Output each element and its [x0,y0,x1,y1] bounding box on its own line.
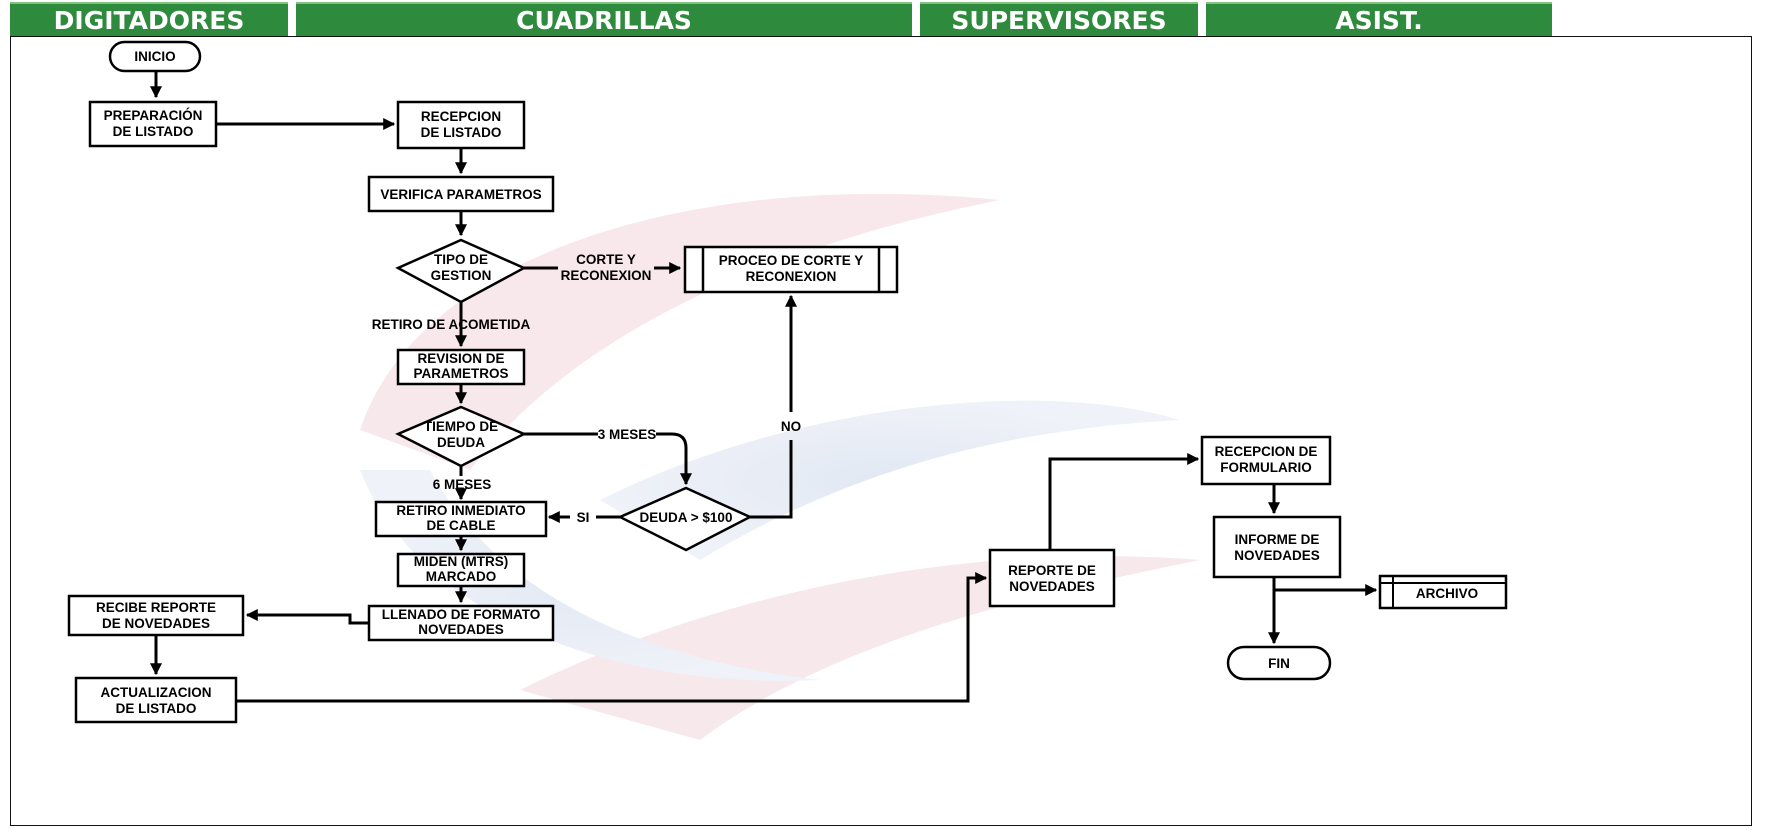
node-proceso-corte-line2: RECONEXION [746,269,837,284]
edge-label-seis-meses: 6 MESES [433,477,492,492]
edge-label-tres-meses: 3 MESES [598,427,657,442]
lane-header-asist-administrativos: ASIST. ADMINISTRATIVOS. [1206,2,1552,69]
node-miden: MIDEN (MTRS) MARCADO [396,552,526,588]
node-recepcion-listado-line2: DE LISTADO [421,125,502,140]
node-reporte-novedades-line2: NOVEDADES [1009,579,1095,594]
node-preparacion-line1: PREPARACIÓN [104,108,203,123]
node-llenado: LLENADO DE FORMATO NOVEDADES [367,604,555,642]
lane-header-cuadrillas: CUADRILLAS [296,2,912,36]
node-tipo-gestion-line2: GESTION [431,268,492,283]
node-recibe-reporte-line1: RECIBE REPORTE [96,600,216,615]
edge-tiempo-deuda [524,432,686,484]
node-inicio: INICIO [108,40,202,73]
node-deuda-100-label: DEUDA > $100 [640,510,733,525]
edge-label-corte-1: CORTE Y [576,252,636,267]
node-informe-line2: NOVEDADES [1234,548,1320,563]
edge-label-no: NO [781,419,801,434]
node-recepcion-formulario-line2: FORMULARIO [1220,460,1312,475]
node-revision-parametros: REVISION DE PARAMETROS [396,348,526,386]
edge-actualizacion-reporte [236,572,988,703]
node-inicio-label: INICIO [134,49,175,64]
node-recibe-reporte: RECIBE REPORTE DE NOVEDADES [67,594,245,637]
node-tipo-gestion: TIPO DE GESTION [395,238,527,304]
node-proceso-corte: PROCEO DE CORTE Y RECONEXION [683,245,899,294]
edge-informe-archivo [1272,577,1378,596]
node-preparacion: PREPARACIÓN DE LISTADO [88,100,218,148]
node-tiempo-deuda-line2: DEUDA [437,435,485,450]
node-llenado-line1: LLENADO DE FORMATO [382,607,541,622]
node-reporte-novedades: REPORTE DE NOVEDADES [988,548,1116,608]
node-verifica-parametros: VERIFICA PARAMETROS [367,175,555,213]
node-recepcion-formulario: RECEPCION DE FORMULARIO [1200,435,1332,486]
lane-header-supervisores: SUPERVISORES [920,2,1198,36]
edge-deuda-proceso [750,296,791,519]
lane-header-digitadores: DIGITADORES [10,2,288,36]
node-recibe-reporte-line2: DE NOVEDADES [102,616,210,631]
node-informe-line1: INFORME DE [1235,532,1320,547]
edge-labels: CORTE Y RECONEXION RETIRO DE ACOMETIDA 3… [372,252,801,525]
node-actualizacion-line2: DE LISTADO [116,701,197,716]
node-reporte-novedades-line1: REPORTE DE [1008,563,1096,578]
node-tiempo-deuda: TIEMPO DE DEUDA [395,405,527,468]
node-actualizacion: ACTUALIZACION DE LISTADO [74,676,238,724]
node-fin-label: FIN [1268,656,1290,671]
node-preparacion-line2: DE LISTADO [113,124,194,139]
edge-reporte-recepcion-formulario [1048,453,1200,550]
edges [150,71,1378,703]
node-archivo-label: ARCHIVO [1416,586,1478,601]
node-proceso-corte-line1: PROCEO DE CORTE Y [719,253,864,268]
node-retiro-cable-line2: DE CABLE [426,518,495,533]
node-verifica-label: VERIFICA PARAMETROS [380,187,541,202]
node-fin: FIN [1226,645,1332,681]
node-recepcion-listado-line1: RECEPCION [421,109,501,124]
edge-llenado-recibe [245,609,369,625]
node-retiro-cable: RETIRO INMEDIATO DE CABLE [374,500,548,538]
node-deuda-100: DEUDA > $100 [617,486,753,552]
node-tiempo-deuda-line1: TIEMPO DE [424,419,498,434]
diagram-frame [10,36,1752,826]
node-archivo: ARCHIVO [1378,574,1508,610]
node-revision-line1: REVISION DE [417,351,504,366]
edge-label-retiro-acometida: RETIRO DE ACOMETIDA [372,317,531,332]
node-retiro-cable-line1: RETIRO INMEDIATO [396,503,525,518]
node-recepcion-formulario-line1: RECEPCION DE [1215,444,1318,459]
node-revision-line2: PARAMETROS [413,366,508,381]
node-miden-line2: MARCADO [426,569,497,584]
node-tipo-gestion-line1: TIPO DE [434,252,488,267]
edge-label-si: SI [577,510,590,525]
node-llenado-line2: NOVEDADES [418,622,504,637]
node-miden-line1: MIDEN (MTRS) [414,554,509,569]
edge-label-corte-2: RECONEXION [561,268,652,283]
node-recepcion-listado: RECEPCION DE LISTADO [396,100,526,150]
node-actualizacion-line1: ACTUALIZACION [101,685,212,700]
node-informe: INFORME DE NOVEDADES [1212,515,1342,579]
